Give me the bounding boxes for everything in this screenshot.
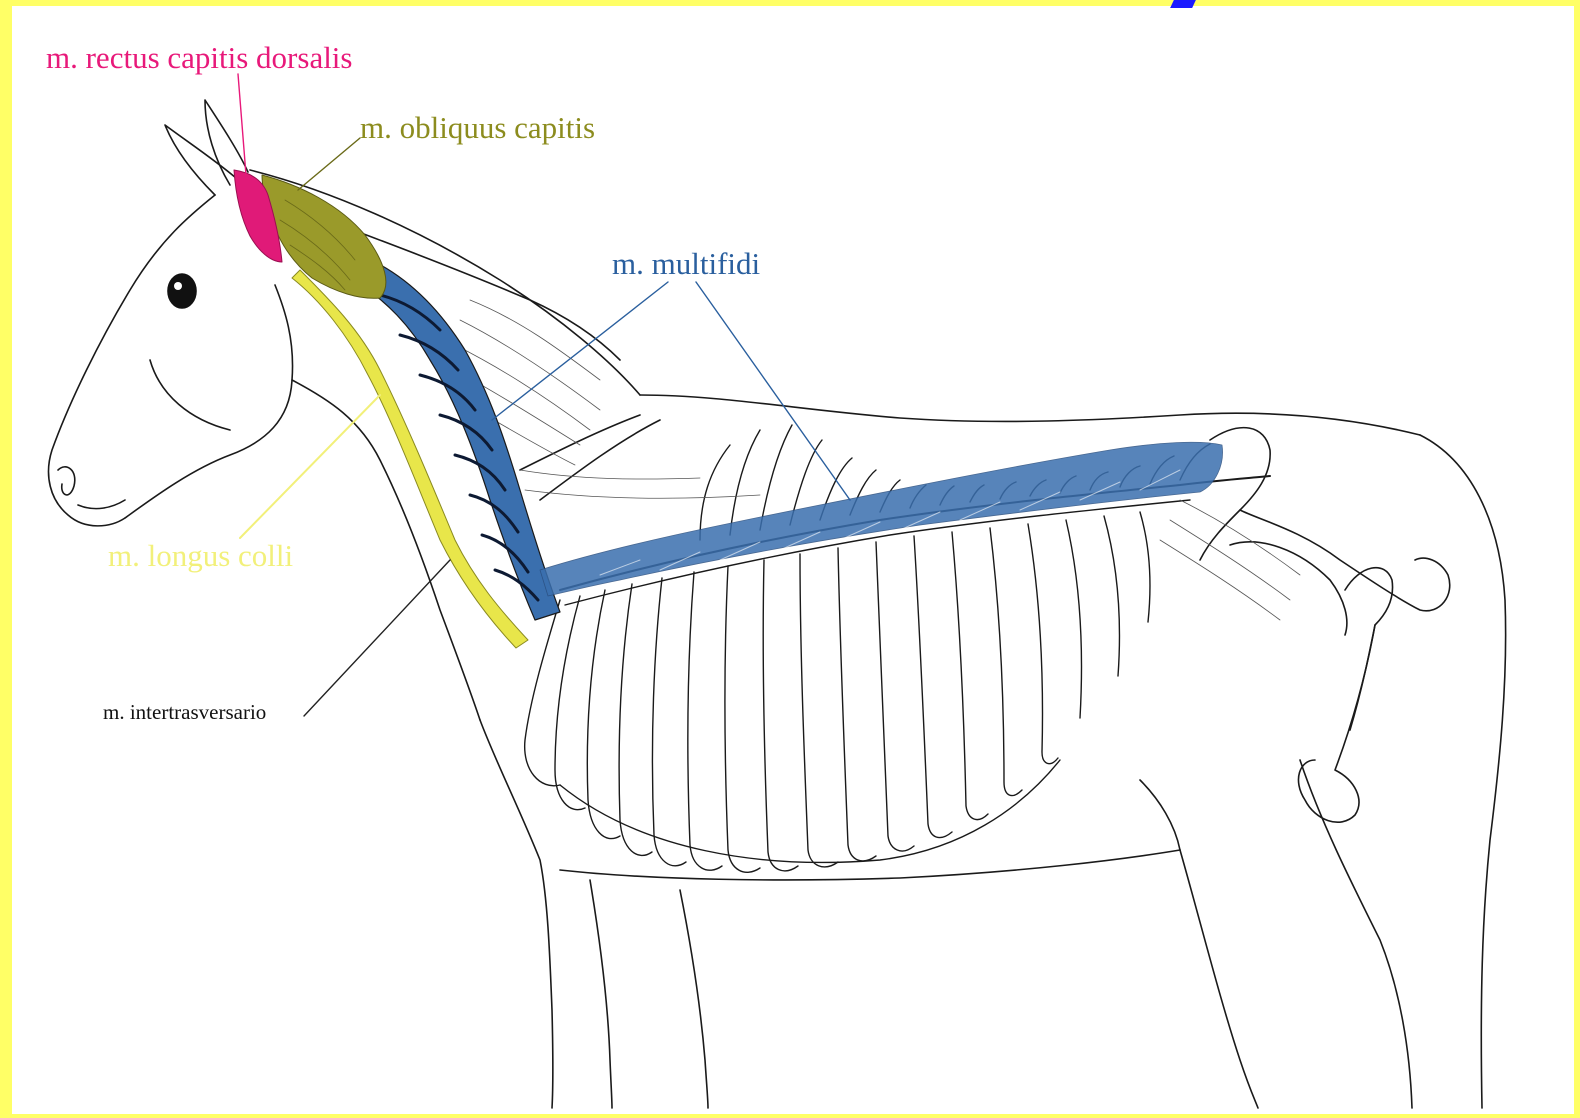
chest-outline [480,720,553,1108]
leader-obliquus [298,138,360,190]
belly-outline [560,850,1180,880]
muscle-multifidi-back [540,442,1223,596]
eye [168,274,196,308]
pelvis [1210,428,1450,611]
foreleg-back [590,880,612,1108]
label-longus-colli: m. longus colli [108,540,293,571]
label-obliquus-capitis: m. obliquus capitis [360,112,595,143]
ear-front [165,125,236,195]
label-rectus-capitis-dorsalis: m. rectus capitis dorsalis [46,42,353,73]
foreleg-second [680,890,708,1108]
back-outline [640,395,1420,435]
head-outline [49,195,215,526]
nostril [58,467,75,495]
leader-lines [238,74,850,716]
rump-outline [1420,435,1506,1108]
leader-inter [304,560,450,716]
ilium-muscle [1230,542,1347,635]
flank-line [1140,780,1180,850]
cheek [150,360,230,430]
jaw-outline [125,285,293,518]
mouth [78,500,125,509]
leader-multifidi-2 [696,282,850,500]
pelvis-femur [1200,428,1450,823]
hindleg-front [1180,850,1258,1108]
label-multifidi: m. multifidi [612,248,760,279]
femur [1298,568,1392,823]
label-intertrasversario: m. intertrasversario [103,702,266,723]
leader-longus [240,395,380,538]
leader-multifidi-1 [492,282,668,420]
sternum [560,760,1060,862]
